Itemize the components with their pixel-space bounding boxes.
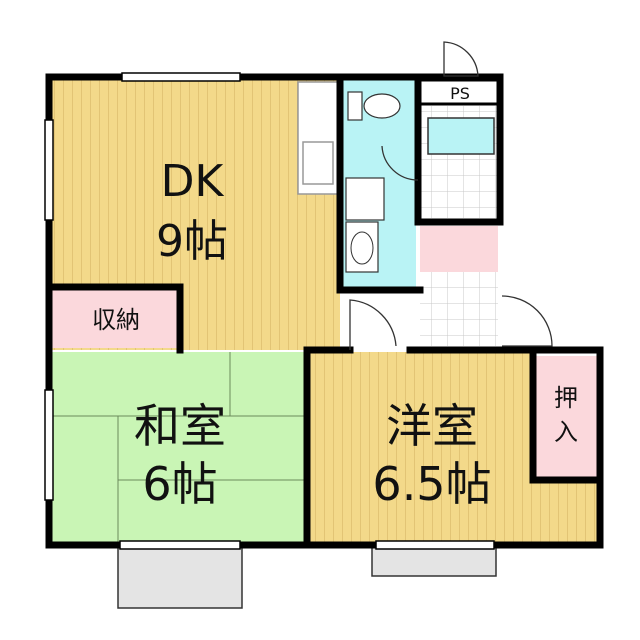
dk-size: 9帖 (156, 216, 228, 267)
windows (44, 72, 495, 550)
youshitsu-name: 洋室 (386, 399, 478, 453)
oshiire-closet (536, 356, 598, 480)
storage-label: 収納 (92, 306, 140, 334)
wash-basin-icon (345, 221, 379, 273)
oshiire-label-bottom: 入 (554, 418, 578, 446)
washer-spot-icon (345, 177, 385, 221)
storage-small (420, 226, 498, 272)
oshiire-label-top: 押 (554, 384, 578, 412)
washitsu-floor (52, 352, 308, 544)
youshitsu-floor-lower (310, 480, 602, 542)
storage-area (52, 290, 180, 348)
washitsu-name: 和室 (134, 399, 226, 453)
tatami-lines (52, 352, 308, 544)
washitsu-size: 6帖 (142, 457, 217, 511)
toilet-icon (347, 91, 401, 121)
kitchen-sink (302, 141, 334, 185)
balcony-left (117, 545, 243, 609)
bathtub (427, 117, 495, 155)
door-swings (349, 41, 553, 350)
dk-name: DK (161, 156, 225, 207)
ps-label: PS (450, 84, 470, 103)
entrance-floor (420, 272, 498, 346)
youshitsu-size: 6.5帖 (372, 457, 491, 511)
